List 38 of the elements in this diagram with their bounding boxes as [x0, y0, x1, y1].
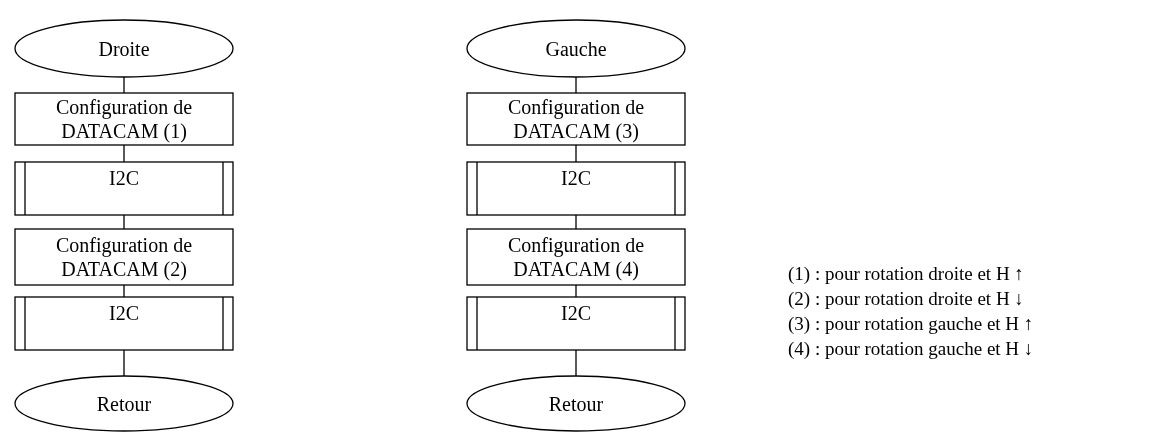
connector-line [575, 144, 577, 163]
terminal-ellipse [467, 20, 685, 77]
subroutine-box [15, 162, 233, 215]
connector-line [123, 349, 125, 377]
footnote: (3) : pour rotation gauche et H ↑ [788, 313, 1034, 335]
process-box [15, 93, 233, 145]
subroutine-box [15, 297, 233, 350]
connector-line [123, 214, 125, 230]
node-label: Configuration de DATACAM (1) [54, 95, 194, 143]
node-label: I2C [561, 301, 591, 325]
node-label: Retour [96, 391, 152, 416]
node-label: Retour [548, 391, 604, 416]
subroutine-box [467, 297, 685, 350]
node-label: I2C [561, 166, 591, 190]
subroutine-box [467, 162, 685, 215]
connector-line [123, 76, 125, 94]
process-box [467, 93, 685, 145]
node-label: Configuration de DATACAM (4) [506, 233, 646, 281]
node-label: Configuration de DATACAM (3) [506, 95, 646, 143]
connector-line [575, 214, 577, 230]
terminal-ellipse [15, 20, 233, 77]
terminal-ellipse [15, 376, 233, 431]
connector-line [575, 349, 577, 377]
process-box [467, 229, 685, 285]
connector-line [123, 144, 125, 163]
connector-line [575, 284, 577, 298]
connector-line [123, 284, 125, 298]
node-label: Gauche [545, 36, 607, 61]
node-label: I2C [109, 301, 139, 325]
node-label: Configuration de DATACAM (2) [54, 233, 194, 281]
connector-line [575, 76, 577, 94]
footnote: (4) : pour rotation gauche et H ↓ [788, 338, 1034, 360]
node-label: I2C [109, 166, 139, 190]
node-label: Droite [98, 36, 150, 61]
footnote: (1) : pour rotation droite et H ↑ [788, 263, 1024, 285]
footnote: (2) : pour rotation droite et H ↓ [788, 288, 1024, 310]
terminal-ellipse [467, 376, 685, 431]
process-box [15, 229, 233, 285]
